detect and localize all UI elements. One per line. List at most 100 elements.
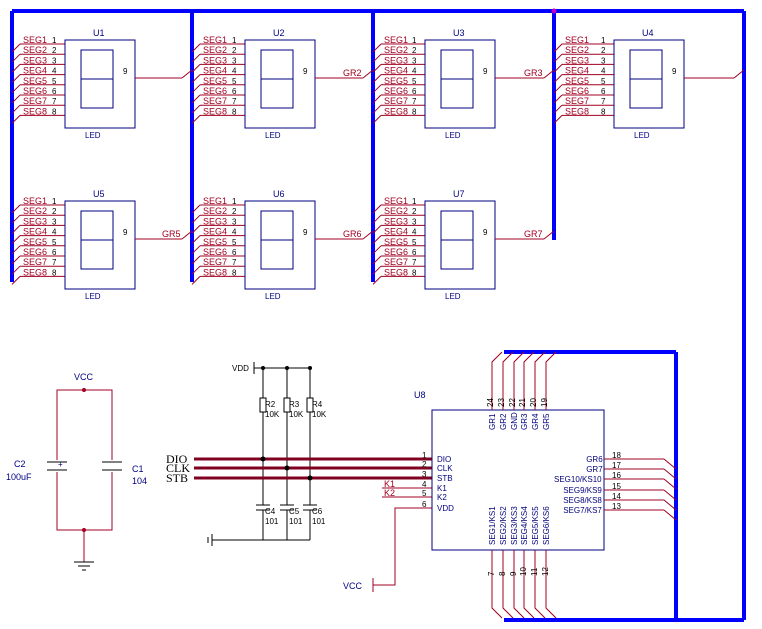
bottom-pin-wire: [502, 550, 514, 619]
grid-bus-entry: [733, 69, 745, 79]
segment-pin-number: 6: [601, 87, 606, 96]
left-pin-name: K2: [437, 493, 447, 502]
resistor-value: 10K: [289, 410, 304, 419]
segment-pin-number: 8: [52, 107, 57, 116]
vdd-label: VDD: [232, 364, 249, 373]
grid-bus-entry: [181, 230, 193, 240]
segment-net-label: SEG1: [23, 35, 47, 45]
led-body: [424, 200, 496, 290]
bus-entry: [372, 74, 382, 83]
segment-net-label: SEG3: [384, 55, 408, 65]
cap-wire: [56, 389, 84, 460]
signal-label-stb: STB: [166, 471, 188, 485]
bus-entry: [11, 115, 21, 124]
bus-entry: [191, 265, 201, 275]
cap-value: 101: [265, 517, 279, 526]
led-ref: U6: [273, 189, 285, 199]
segment-pin-number: 4: [412, 228, 417, 237]
segment-net-label: SEG2: [23, 45, 47, 55]
cap-value: 101: [289, 517, 303, 526]
segment-pin-number: 3: [52, 217, 57, 226]
right-pin-name: GR7: [586, 465, 603, 474]
top-pin-wire: [502, 351, 514, 410]
bus-entry: [11, 265, 21, 275]
left-pin-number: 1: [422, 451, 427, 460]
top-pin-number: 19: [540, 398, 549, 407]
segment-pin-number: 2: [412, 207, 417, 216]
common-pin-number: 9: [483, 67, 488, 76]
segment-pin-number: 1: [52, 197, 57, 206]
bottom-pin-wire: [523, 550, 535, 619]
cap-ref: C6: [312, 507, 323, 516]
segment-pin-number: 7: [601, 97, 606, 106]
right-pin-name: SEG10/KS10: [554, 475, 602, 484]
segment-net-label: SEG5: [203, 237, 227, 247]
top-pin-number: 23: [497, 398, 506, 407]
resistor-value: 10K: [312, 410, 327, 419]
bottom-pin-number: 7: [487, 571, 496, 576]
bus-entry: [372, 115, 382, 124]
vdd-pin-wire: [373, 507, 432, 586]
segment-pin-number: 4: [232, 67, 237, 76]
junction: [307, 475, 313, 481]
bus-entry: [553, 115, 563, 124]
bus-entry: [11, 235, 21, 244]
bottom-pin-wire: [534, 550, 546, 619]
bus-entry: [11, 255, 21, 265]
segment-pin-number: 4: [232, 228, 237, 237]
bus-entry: [372, 225, 382, 234]
bus-entry: [372, 214, 382, 224]
bottom-pin-name: SEG5/KS5: [531, 506, 540, 545]
bus-entry: [191, 64, 201, 73]
led-ref: U7: [453, 189, 465, 199]
segment-pin-number: 7: [52, 97, 57, 106]
bus-entry: [372, 235, 382, 244]
right-bus-entry: [663, 489, 677, 501]
right-pin-number: 18: [612, 451, 621, 460]
grid-bus-entry: [543, 230, 555, 240]
resistor-ref: R4: [312, 400, 323, 409]
right-pin-number: 14: [612, 492, 621, 501]
common-pin-number: 9: [483, 228, 488, 237]
segment-pin-number: 6: [232, 248, 237, 257]
segment-net-label: SEG6: [565, 86, 589, 96]
segment-net-label: SEG1: [23, 196, 47, 206]
segment-net-label: SEG4: [23, 66, 47, 76]
bus-entry: [372, 94, 382, 104]
bus-entry: [11, 276, 21, 285]
segment-net-label: SEG2: [23, 206, 47, 216]
led-body: [64, 200, 136, 290]
segment-pin-number: 8: [412, 268, 417, 277]
led-label: LED: [85, 292, 101, 301]
bus-entry: [553, 94, 563, 104]
resistor-value: 10K: [265, 410, 280, 419]
segment-pin-number: 7: [412, 97, 417, 106]
bus-entry: [553, 64, 563, 73]
right-bus-entry: [663, 499, 677, 511]
segment-net-label: SEG2: [384, 45, 408, 55]
led-module-u2: SEG11aSEG22bSEG33cSEG44dSEG55eSEG66fSEG7…: [191, 28, 374, 140]
led-ref: U4: [642, 28, 654, 38]
segment-pin-number: 2: [232, 207, 237, 216]
top-pin-wire: [523, 351, 535, 410]
led-label: LED: [85, 131, 101, 140]
left-pin-name: VDD: [437, 504, 454, 513]
segment-pin-number: 6: [412, 248, 417, 257]
bottom-pin-wire: [513, 550, 525, 619]
segment-pin-number: 6: [232, 87, 237, 96]
led-label: LED: [445, 292, 461, 301]
segment-pin-number: 6: [52, 87, 57, 96]
bus-entry: [191, 115, 201, 124]
grid-bus-entry: [362, 230, 374, 240]
segment-pin-number: 1: [412, 36, 417, 45]
segment-pin-number: 5: [412, 238, 417, 247]
led-ref: U2: [273, 28, 285, 38]
segment-pin-number: 5: [52, 238, 57, 247]
segment-net-label: SEG3: [203, 216, 227, 226]
segment-net-label: SEG4: [23, 227, 47, 237]
segment-net-label: SEG8: [203, 106, 227, 116]
segment-pin-number: 2: [232, 46, 237, 55]
segment-pin-number: 8: [412, 107, 417, 116]
segment-net-label: SEG1: [384, 35, 408, 45]
junction: [285, 366, 289, 370]
